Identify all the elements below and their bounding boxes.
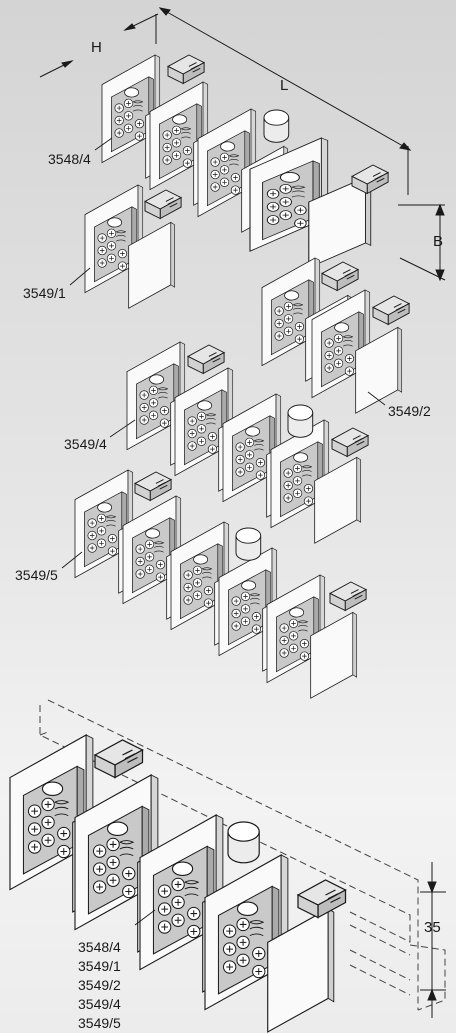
part-label-3549-2: 3549/2 — [388, 403, 431, 419]
rail-dimension — [420, 862, 446, 1018]
dimension-l-label: L — [280, 77, 289, 94]
rail-height-label: 35 — [424, 919, 441, 936]
dimension-h-label: H — [91, 39, 102, 56]
list-item: 3549/4 — [78, 996, 121, 1012]
list-item: 3549/5 — [78, 1015, 121, 1031]
assembly-rail-mounted — [9, 734, 347, 1033]
dimension-b-label: B — [433, 233, 444, 250]
part-label-3549-5: 3549/5 — [15, 567, 58, 583]
part-label-3549-4: 3549/4 — [64, 436, 107, 452]
list-item: 3548/4 — [78, 939, 121, 955]
leader-lines — [61, 137, 386, 926]
part-number-list: 3548/4 3549/1 3549/2 3549/4 3549/5 — [78, 938, 121, 1033]
din-rail — [39, 699, 446, 1011]
list-item: 3549/2 — [78, 977, 121, 993]
part-label-3548-4: 3548/4 — [48, 151, 91, 167]
dimension-lines — [39, 7, 446, 282]
assembly-3549-2 — [261, 257, 410, 414]
part-label-3549-1: 3549/1 — [23, 285, 66, 301]
assembly-3549-1 — [84, 184, 182, 309]
list-item: 3549/1 — [78, 958, 121, 974]
assembly-3548-4 — [101, 54, 389, 269]
